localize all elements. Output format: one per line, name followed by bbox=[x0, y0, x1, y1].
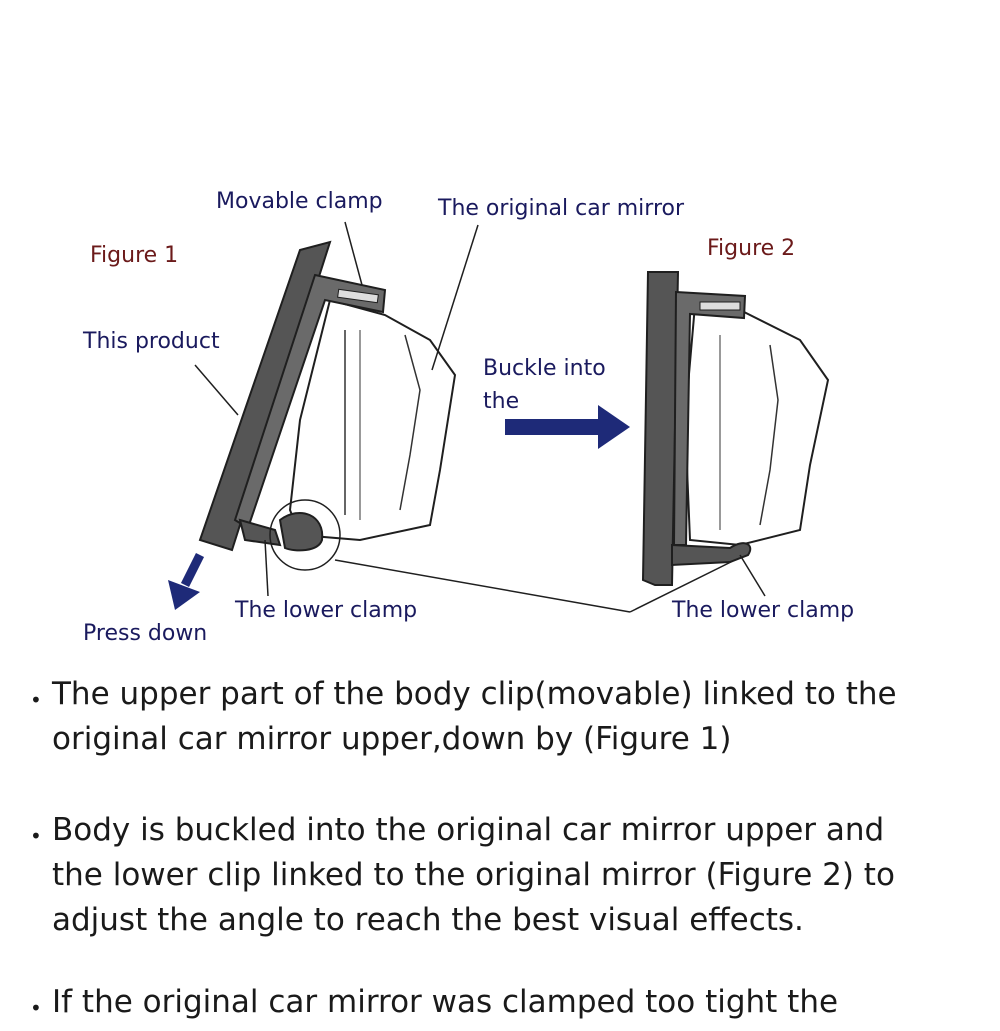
original-mirror-fig1 bbox=[288, 298, 457, 542]
figure-2-label: Figure 2 bbox=[707, 236, 795, 261]
figure-2-illustration bbox=[641, 271, 830, 597]
bullet-2-line-2: the lower clip linked to the original mi… bbox=[52, 857, 895, 893]
label-press-down: Press down bbox=[83, 621, 207, 646]
figure-1-illustration bbox=[168, 221, 479, 610]
bullet-1: • The upper part of the body clip(movabl… bbox=[30, 672, 990, 762]
label-this-product: This product bbox=[82, 329, 220, 354]
bullet-marker: • bbox=[30, 688, 42, 712]
bullet-2: • Body is buckled into the original car … bbox=[30, 808, 990, 943]
press-down-arrow bbox=[168, 552, 205, 610]
installation-diagram: Movable clamp The original car mirror Fi… bbox=[82, 189, 854, 646]
bullet-1-line-1: The upper part of the body clip(movable)… bbox=[52, 676, 897, 712]
lower-clamp-fig1 bbox=[238, 518, 282, 547]
bullet-1-line-2: original car mirror upper,down by (Figur… bbox=[52, 721, 732, 757]
label-lower-clamp-fig1: The lower clamp bbox=[234, 598, 417, 623]
label-movable-clamp: Movable clamp bbox=[216, 189, 383, 214]
bullet-marker: • bbox=[30, 824, 42, 848]
bullet-marker: • bbox=[30, 996, 42, 1020]
label-buckle-line1: Buckle into bbox=[483, 356, 606, 381]
buckle-arrow bbox=[505, 405, 630, 449]
figure-1-label: Figure 1 bbox=[90, 243, 178, 268]
bullet-2-line-1: Body is buckled into the original car mi… bbox=[52, 812, 885, 848]
bullet-2-line-3: adjust the angle to reach the best visua… bbox=[52, 902, 804, 938]
product-body-fig1 bbox=[198, 240, 332, 552]
lower-clamp-fig2 bbox=[671, 542, 752, 567]
bullet-3: • If the original car mirror was clamped… bbox=[30, 980, 990, 1025]
label-original-mirror: The original car mirror bbox=[437, 196, 685, 221]
zoom-circle bbox=[269, 499, 341, 571]
product-body-fig2 bbox=[641, 271, 680, 586]
original-mirror-fig2 bbox=[683, 303, 830, 547]
label-lower-clamp-fig2: The lower clamp bbox=[671, 598, 854, 623]
bullet-3-line-1: If the original car mirror was clamped t… bbox=[52, 984, 839, 1020]
label-buckle-line2: the bbox=[483, 389, 519, 414]
